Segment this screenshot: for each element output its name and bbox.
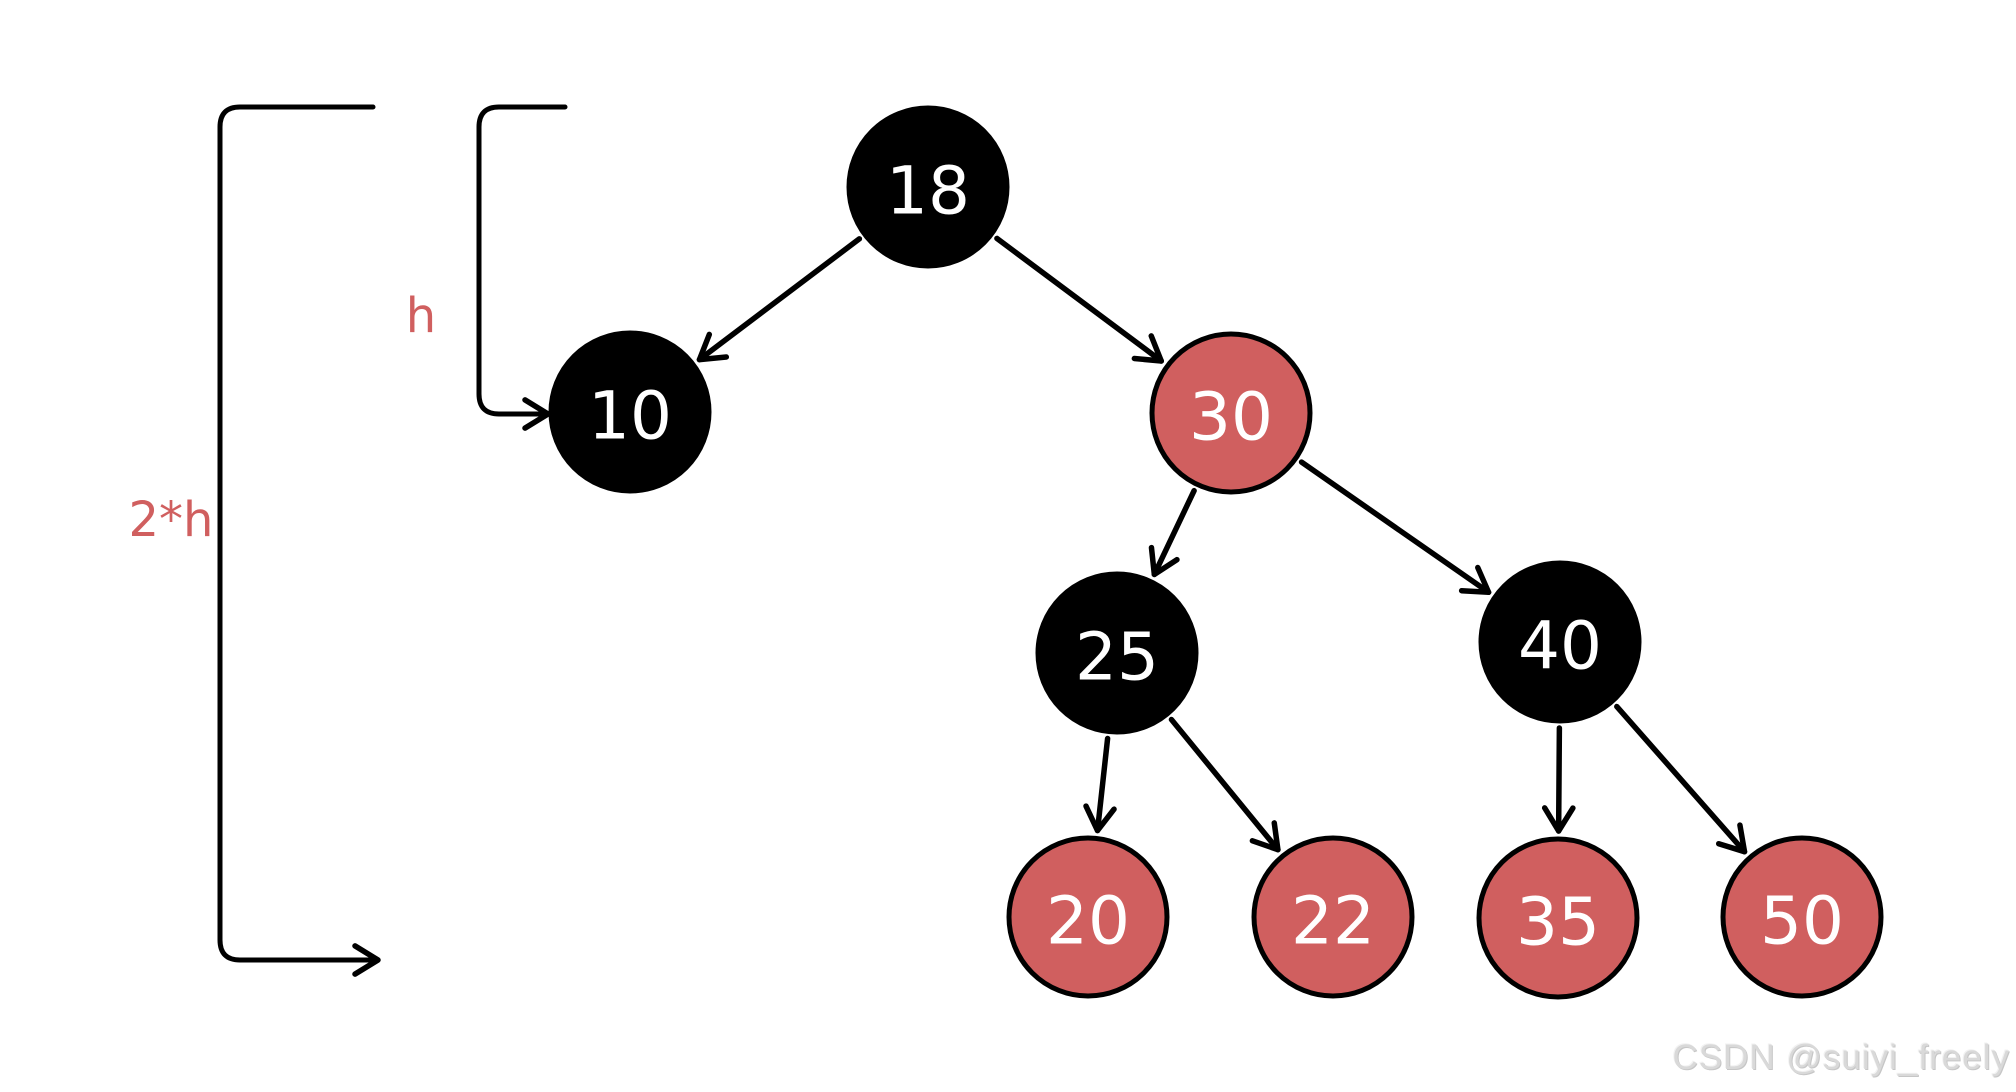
tree-node-30 bbox=[1149, 331, 1313, 495]
bracket-arrowhead-height-2h bbox=[352, 943, 381, 977]
arrowhead-25-22 bbox=[1249, 820, 1281, 853]
edge-18-30 bbox=[994, 235, 1165, 364]
bracket-height-h bbox=[476, 104, 568, 417]
bracket-arrowhead-height-h bbox=[522, 397, 551, 431]
edge-30-25 bbox=[1151, 487, 1197, 578]
tree-node-label-30: 30 bbox=[1189, 379, 1273, 456]
tree-node-20 bbox=[1006, 835, 1170, 999]
tree-node-50 bbox=[1720, 835, 1884, 999]
edge-25-20 bbox=[1094, 735, 1111, 834]
tree-node-22 bbox=[1251, 835, 1415, 999]
edge-25-22 bbox=[1168, 716, 1281, 853]
tree-node-18 bbox=[846, 105, 1010, 269]
arrowhead-30-40 bbox=[1458, 564, 1492, 596]
arrowhead-40-35 bbox=[1541, 805, 1576, 834]
bracket-label-height-2h: 2*h bbox=[129, 492, 214, 548]
tree-node-label-10: 10 bbox=[588, 378, 672, 455]
tree-node-label-35: 35 bbox=[1516, 884, 1600, 961]
arrowhead-18-30 bbox=[1131, 333, 1165, 364]
tree-node-25 bbox=[1035, 571, 1199, 735]
tree-node-40 bbox=[1478, 560, 1642, 724]
tree-node-35 bbox=[1476, 836, 1640, 1000]
tree-node-10 bbox=[548, 330, 712, 494]
edge-30-40 bbox=[1298, 459, 1492, 596]
tree-node-label-20: 20 bbox=[1046, 883, 1130, 960]
watermark-text: CSDN @suiyi_freely bbox=[1672, 1038, 2010, 1077]
tree-node-label-22: 22 bbox=[1291, 883, 1375, 960]
tree-node-label-50: 50 bbox=[1760, 883, 1844, 960]
arrowhead-30-25 bbox=[1148, 544, 1180, 578]
arrowhead-40-50 bbox=[1715, 822, 1748, 855]
tree-node-label-18: 18 bbox=[886, 153, 970, 230]
bracket-label-height-h: h bbox=[406, 288, 436, 344]
tree-node-label-40: 40 bbox=[1518, 608, 1602, 685]
edge-18-10 bbox=[696, 236, 863, 363]
edge-40-35 bbox=[1555, 725, 1563, 834]
arrowhead-25-20 bbox=[1083, 803, 1117, 834]
tree-node-label-25: 25 bbox=[1075, 619, 1159, 696]
arrowhead-18-10 bbox=[696, 331, 730, 363]
edge-40-50 bbox=[1614, 703, 1748, 855]
bracket-height-2h bbox=[217, 104, 377, 963]
